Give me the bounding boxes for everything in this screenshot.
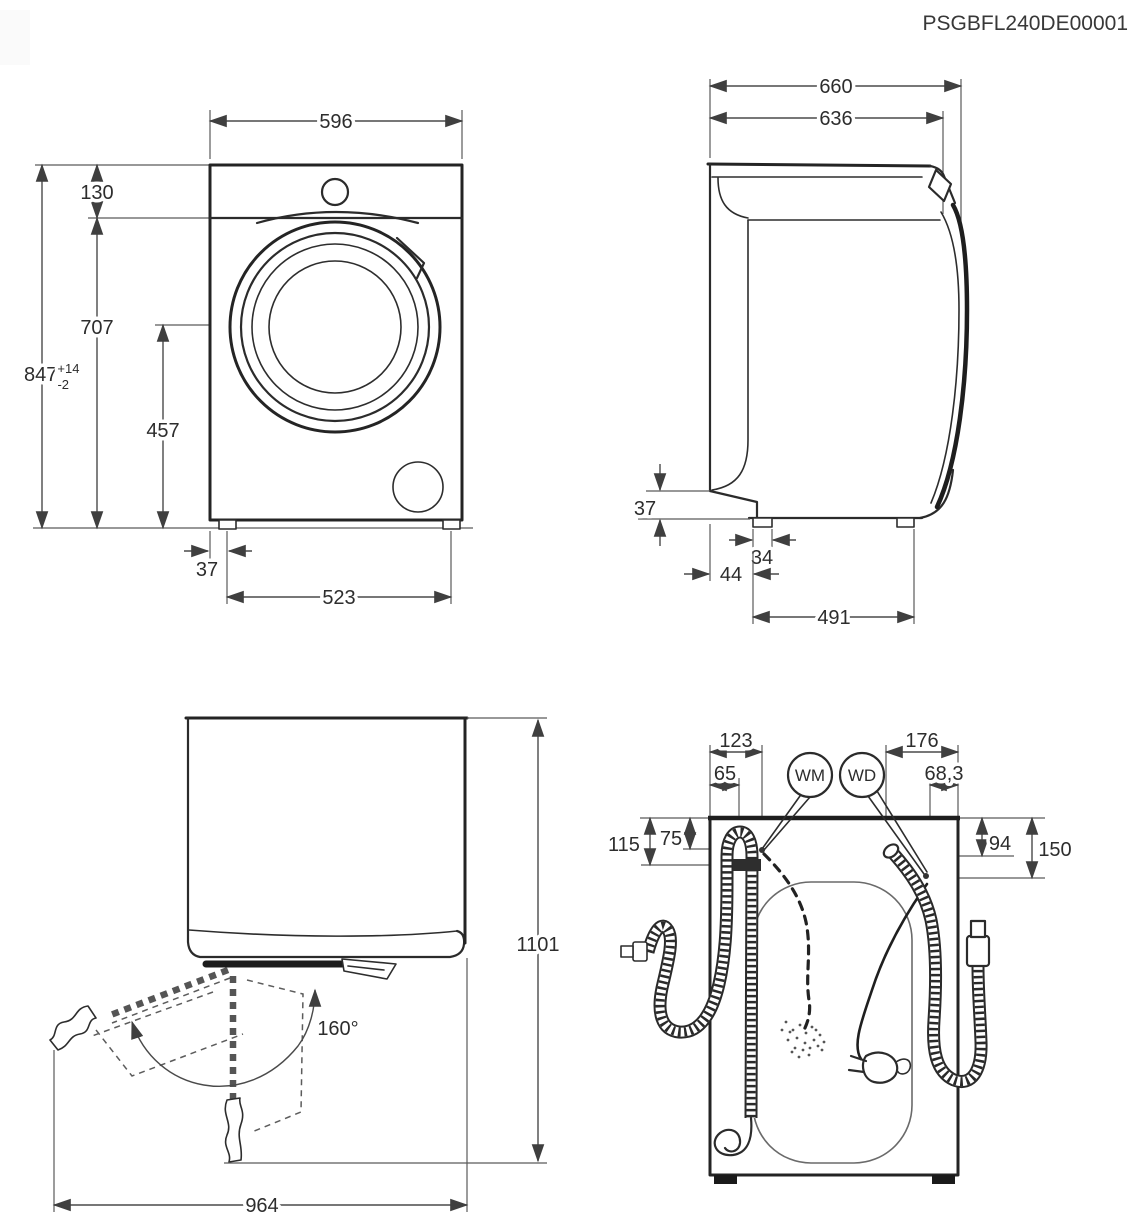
door-top-trim — [255, 210, 420, 225]
dim-rear-wd-horizontal: 68,3 — [925, 763, 964, 785]
dim-front-height: 847+14-2 — [24, 361, 79, 392]
dim-front-width: 596 — [319, 111, 352, 133]
dim-side-depth-total: 660 — [819, 76, 852, 98]
front-view: 596 130 707 847+14-2 457 37 523 — [21, 108, 473, 613]
dim-front-foot-inset: 37 — [196, 559, 218, 581]
door-90deg-break — [224, 1097, 244, 1163]
open-front-seam — [188, 929, 458, 937]
rear-right-foot — [932, 1175, 955, 1184]
door-160deg-dashed — [106, 966, 230, 1020]
dim-side-depth-body: 636 — [819, 108, 852, 130]
dim-open-horizontal: 964 — [245, 1195, 278, 1217]
dim-side-back-inset: 44 — [720, 564, 742, 586]
dim-rear-wm-horizontal: 123 — [719, 730, 752, 752]
drain-hose-connector — [632, 941, 648, 962]
dim-rear-wd-vertical: 150 — [1038, 839, 1071, 861]
side-back-top-curve — [717, 177, 749, 219]
dim-side-feet-span: 491 — [817, 607, 850, 629]
inlet-hose-fitting — [965, 934, 991, 968]
door-90deg-face-dashed — [246, 979, 304, 1133]
wm-balloon: WM — [759, 751, 834, 853]
detergent-knob — [320, 177, 350, 207]
rear-left-foot — [714, 1175, 737, 1184]
door-outer-ring — [228, 220, 442, 434]
door-ring — [239, 231, 431, 423]
drain-filter-cap — [392, 461, 444, 513]
dim-front-drum-center: 457 — [146, 420, 179, 442]
drain-hose-clamp — [733, 859, 761, 871]
open-door-handle-line — [347, 965, 385, 971]
drain-hose-end-curl — [713, 1116, 753, 1157]
door-glass-ring — [251, 243, 419, 411]
side-right-foot — [896, 517, 915, 528]
wm-pointer — [761, 795, 801, 850]
dim-rear-wm-vertical: 75 — [660, 828, 682, 850]
front-left-foot — [218, 519, 237, 530]
wd-balloon-label: WD — [848, 766, 876, 785]
drawing-code-title: PSGBFL240DE00001 — [923, 12, 1128, 35]
side-view: 660 636 37 34 44 — [630, 73, 970, 633]
dim-front-door-center: 707 — [80, 317, 113, 339]
drain-routing-dashed — [762, 852, 812, 1032]
plug-prong — [849, 1054, 868, 1063]
inlet-hose-fitting-top — [969, 919, 987, 939]
wd-pointer — [876, 790, 928, 873]
dim-front-feet-span: 523 — [322, 587, 355, 609]
scan-artifact — [0, 10, 30, 65]
side-front-bottom-curve — [918, 468, 955, 520]
rear-view: WM WD 123 65 176 68,3 115 75 94 150 — [605, 727, 1075, 1184]
door-160deg-face-dashed — [95, 1029, 244, 1077]
dim-rear-inlet-vertical: 94 — [989, 833, 1011, 855]
open-body-left-bottom — [186, 716, 466, 959]
power-plug — [861, 1051, 899, 1084]
front-body-outline — [208, 163, 464, 522]
wd-balloon-circle — [838, 751, 886, 799]
open-door-view: 160° 1101 964 — [49, 716, 563, 1218]
side-door-handle — [927, 168, 953, 203]
dim-rear-drain-horizontal: 65 — [714, 763, 736, 785]
dim-open-vertical: 1101 — [516, 934, 559, 956]
drum-opening — [268, 260, 402, 394]
drain-hose-connector-cap — [620, 945, 634, 958]
side-door-bulge-inner — [930, 211, 960, 504]
wm-pointer — [763, 796, 811, 851]
inlet-hose-cap — [882, 843, 900, 859]
dim-side-foot-height: 37 — [634, 498, 656, 520]
power-cord-line — [856, 882, 929, 1061]
front-right-foot — [442, 519, 461, 530]
dim-front-top-offset: 130 — [80, 182, 113, 204]
plug-detail — [895, 1058, 912, 1075]
side-back-panel-inset — [711, 219, 749, 491]
power-cord — [847, 882, 929, 1084]
door-160deg-edge-dashed — [111, 977, 231, 1024]
plug-prong — [847, 1068, 866, 1074]
side-top-lid — [706, 162, 932, 168]
side-door-bulge-outer — [934, 202, 970, 510]
dim-rear-inlet-horizontal: 176 — [905, 730, 938, 752]
dim-rear-drain-vertical: 115 — [608, 834, 640, 856]
door-160deg-break — [49, 1005, 97, 1051]
wm-balloon-circle — [786, 751, 834, 799]
door-rim-notch — [395, 236, 426, 280]
drain-hose — [620, 832, 761, 1157]
wm-balloon-label: WM — [795, 766, 825, 785]
wd-balloon: WD — [838, 751, 929, 879]
door-swing-arc — [131, 988, 322, 1087]
side-left-foot — [752, 517, 773, 528]
dim-door-angle: 160° — [317, 1018, 358, 1040]
side-bottom-back — [708, 489, 759, 520]
dim-side-foot-width: 34 — [751, 547, 773, 569]
wd-pointer — [867, 795, 925, 875]
inlet-hose — [882, 843, 991, 1082]
wd-connection-dot — [923, 873, 929, 879]
water-speckle — [780, 1020, 826, 1059]
wm-connection-dot — [759, 847, 765, 853]
